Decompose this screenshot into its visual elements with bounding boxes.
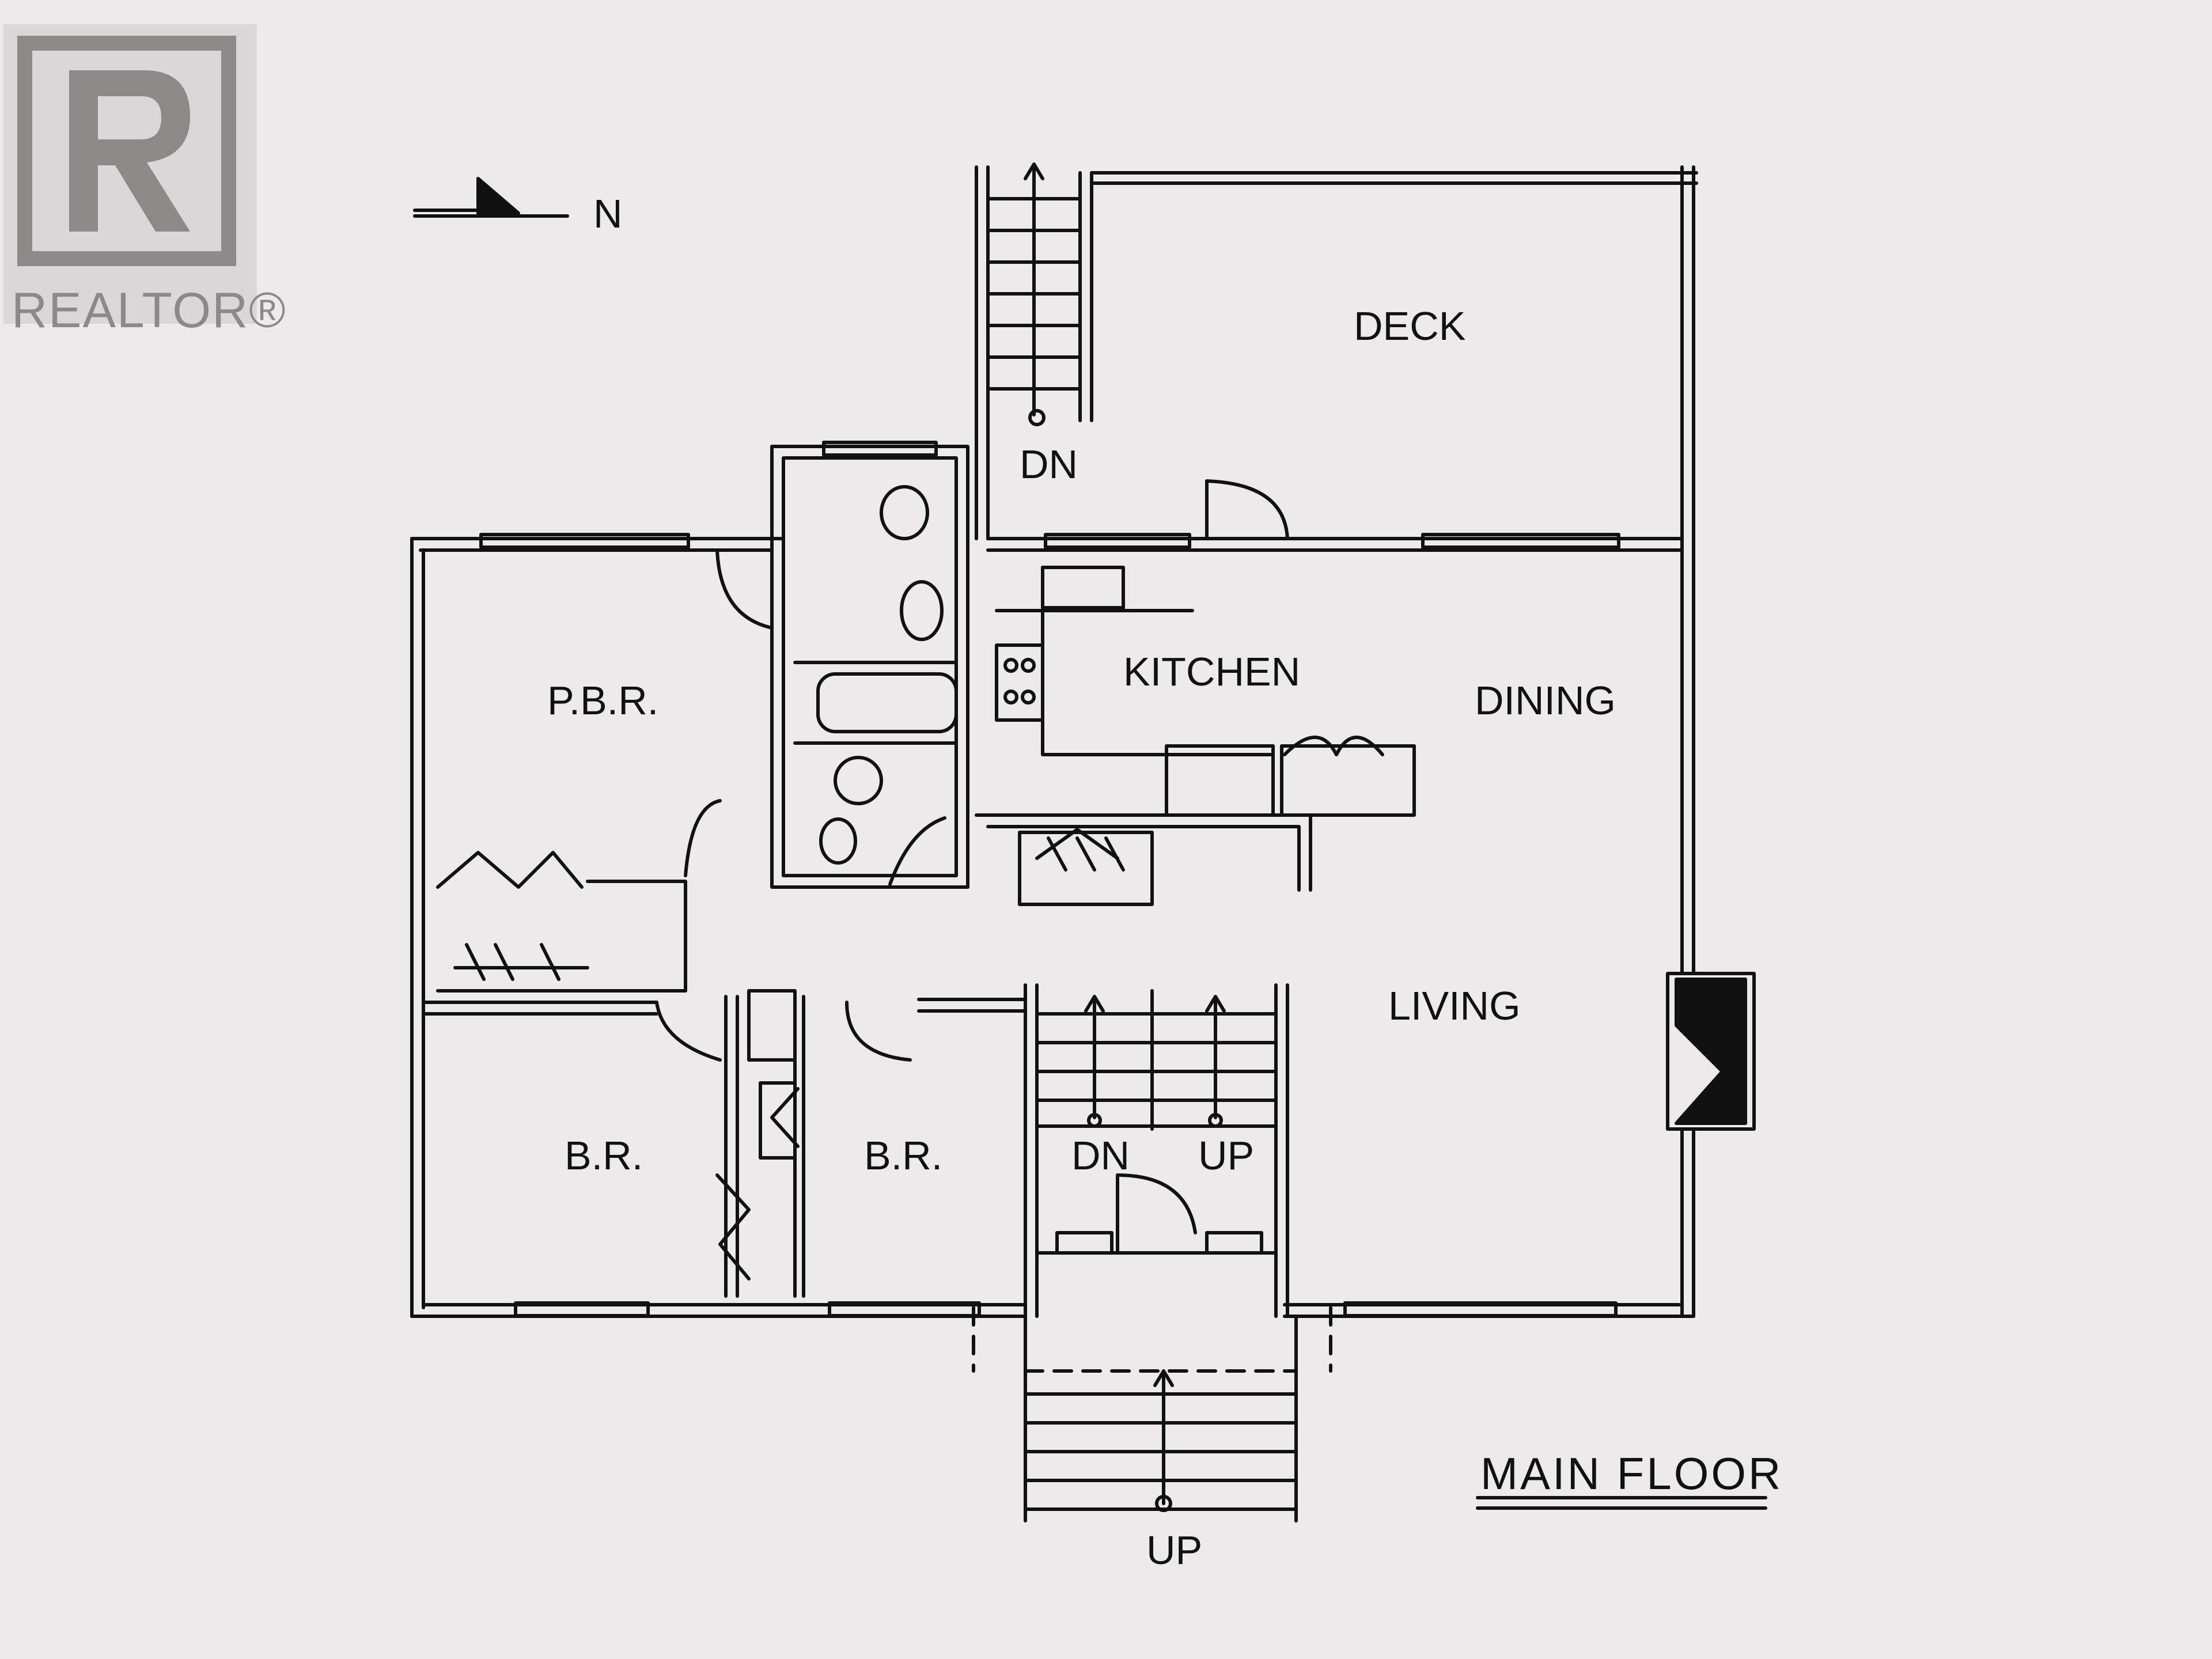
room-label-living: LIVING — [1388, 983, 1521, 1028]
realtor-logo: REALTOR® — [3, 24, 286, 338]
windows — [479, 441, 1620, 1317]
room-label-pbr: P.B.R. — [547, 678, 658, 723]
title-underline — [1476, 1496, 1767, 1510]
doors — [655, 479, 1289, 1062]
realtor-r-logo-icon — [17, 36, 236, 266]
exterior-walls — [410, 537, 1695, 1318]
realtor-wordmark: REALTOR® — [12, 283, 287, 338]
stair-label-inner-up: UP — [1198, 1133, 1254, 1178]
plan-title: MAIN FLOOR — [1480, 1448, 1783, 1499]
room-label-br-left: B.R. — [565, 1133, 643, 1178]
deck-outline — [975, 165, 1698, 540]
stair-label-entry-up: UP — [1146, 1528, 1202, 1573]
room-label-kitchen: KITCHEN — [1123, 649, 1300, 694]
kitchen-counters — [995, 566, 1416, 817]
entry-stairs — [972, 1306, 1332, 1522]
inner-stairs — [1035, 989, 1278, 1255]
stair-label-deck-dn: DN — [1020, 442, 1078, 487]
north-arrow-icon — [413, 177, 569, 218]
room-label-dining: DINING — [1475, 678, 1616, 723]
room-label-deck: DECK — [1354, 304, 1465, 349]
deck-stairs — [986, 162, 1082, 426]
room-label-br-right: B.R. — [864, 1133, 942, 1178]
bathrooms — [770, 445, 969, 889]
fireplace — [1666, 972, 1756, 1131]
interior-walls — [422, 813, 1312, 1318]
compass-label: N — [593, 191, 623, 236]
stair-label-inner-dn: DN — [1071, 1133, 1130, 1178]
